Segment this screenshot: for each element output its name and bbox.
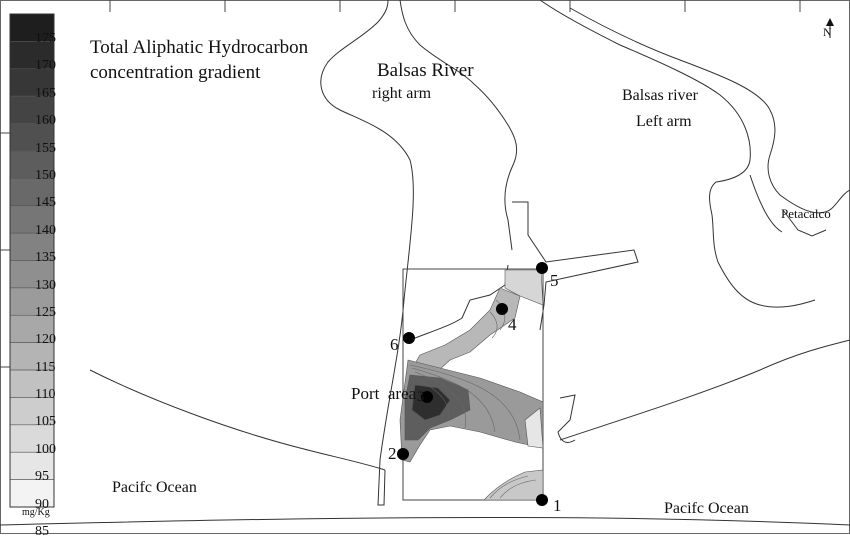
station-4-marker bbox=[496, 303, 508, 315]
legend-tick-95: 95 bbox=[35, 469, 49, 485]
legend-tick-140: 140 bbox=[35, 222, 56, 238]
legend-tick-160: 160 bbox=[35, 113, 56, 129]
legend-tick-130: 130 bbox=[35, 277, 56, 293]
label-port-area: Port area bbox=[351, 384, 417, 403]
legend-swatch-145 bbox=[9, 178, 55, 207]
legend-tick-155: 155 bbox=[35, 140, 56, 156]
zone-port-east bbox=[524, 407, 544, 449]
left-arm-east-bank bbox=[569, 7, 850, 214]
coastline-west bbox=[89, 369, 386, 471]
legend-tick-170: 170 bbox=[35, 58, 56, 74]
legend-tick-85: 85 bbox=[35, 524, 49, 539]
legend-tick-135: 135 bbox=[35, 250, 56, 266]
north-arrow-icon bbox=[826, 18, 834, 38]
station-6-label: 6 bbox=[390, 335, 399, 354]
station-6-marker bbox=[403, 332, 415, 344]
legend-swatch-135 bbox=[9, 232, 55, 261]
legend-tick-100: 100 bbox=[35, 441, 56, 457]
right-arm-west-bank bbox=[320, 0, 414, 506]
channel-east bbox=[512, 201, 639, 331]
legend-swatch-155 bbox=[9, 123, 55, 152]
zone-port-core bbox=[411, 384, 451, 421]
legend-swatch-105 bbox=[9, 397, 55, 426]
legend-swatch-110 bbox=[9, 369, 55, 398]
coastline bbox=[0, 0, 850, 526]
station-5-label: 5 bbox=[550, 271, 559, 290]
frame-ticks bbox=[0, 0, 801, 368]
legend-tick-120: 120 bbox=[35, 332, 56, 348]
legend-tick-150: 150 bbox=[35, 167, 56, 183]
legend-tick-110: 110 bbox=[35, 387, 56, 403]
petacalco-inlet bbox=[782, 209, 827, 237]
legend-swatch-150 bbox=[9, 150, 55, 179]
station-4-label: 4 bbox=[508, 315, 517, 334]
zone-station-5 bbox=[504, 269, 544, 306]
stations bbox=[397, 262, 548, 506]
legend-unit: mg/Kg bbox=[22, 507, 50, 518]
label-pacific-left: Pacifc Ocean bbox=[112, 479, 197, 496]
legend-tick-105: 105 bbox=[35, 414, 56, 430]
station-3-marker bbox=[421, 391, 433, 403]
left-arm-mouth bbox=[749, 174, 783, 233]
legend-tick-145: 145 bbox=[35, 195, 56, 211]
left-arm-west-bank bbox=[539, 0, 816, 308]
port-jetty-east bbox=[557, 394, 576, 443]
legend-swatch-115 bbox=[9, 342, 55, 371]
station-2-marker bbox=[397, 448, 409, 460]
legend-swatch-125 bbox=[9, 287, 55, 316]
legend-tick-125: 125 bbox=[35, 304, 56, 320]
label-left-arm: Left arm bbox=[636, 113, 692, 130]
label-pacific-right: Pacifc Ocean bbox=[664, 500, 749, 517]
station-2-label: 2 bbox=[388, 444, 397, 463]
legend-tick-115: 115 bbox=[35, 359, 56, 375]
legend-swatch-160 bbox=[9, 95, 55, 124]
legend-tick-175: 175 bbox=[35, 31, 56, 46]
coastline-east bbox=[559, 339, 850, 441]
legend-color-ramp bbox=[9, 13, 55, 508]
station-1-marker bbox=[536, 494, 548, 506]
station-5-marker bbox=[536, 262, 548, 274]
contour-lines bbox=[409, 299, 537, 499]
shore-bottom bbox=[0, 516, 850, 526]
legend-swatch-165 bbox=[9, 68, 55, 97]
label-right-arm: right arm bbox=[372, 85, 432, 102]
right-arm-east-bank bbox=[399, 0, 518, 251]
legend-tick-90: 90 bbox=[35, 496, 49, 512]
label-balsas-river-left: Balsas river bbox=[622, 87, 698, 104]
legend-tick-165: 165 bbox=[35, 85, 56, 101]
label-petacalco: Petacalco bbox=[781, 206, 831, 221]
zone-station-1 bbox=[483, 469, 544, 501]
label-balsas-river: Balsas River bbox=[377, 60, 474, 81]
map-title-line1: Total Aliphatic Hydrocarbon bbox=[90, 37, 309, 58]
station-1-label: 1 bbox=[553, 496, 562, 515]
north-label: N bbox=[823, 25, 832, 39]
legend-outline bbox=[9, 13, 55, 508]
gradient-fill bbox=[399, 269, 544, 501]
channel-west bbox=[409, 264, 509, 341]
station-3-label: 3 bbox=[417, 389, 425, 405]
map-title-line2: concentration gradient bbox=[90, 62, 261, 83]
study-area-box bbox=[402, 268, 544, 501]
